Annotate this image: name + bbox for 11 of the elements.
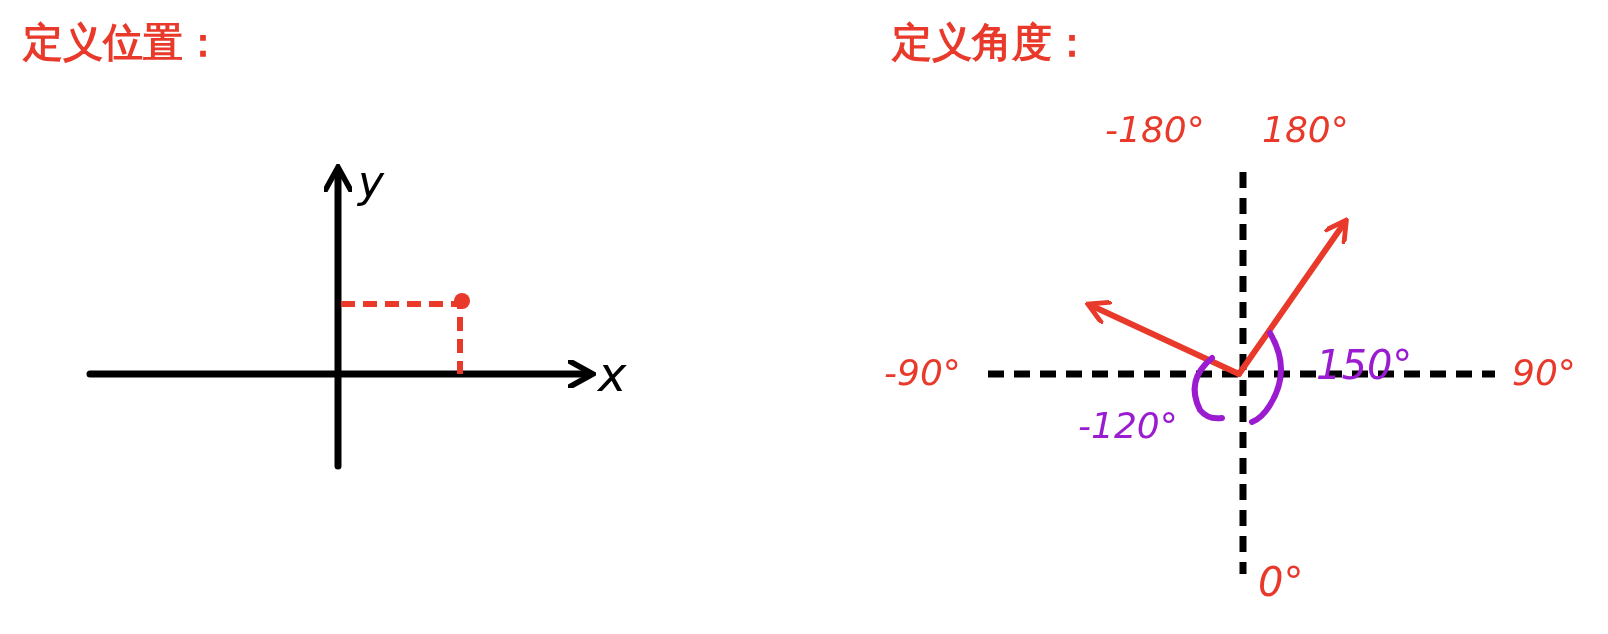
angle-label: -90°: [884, 355, 961, 391]
angle-label: 180°: [1262, 112, 1349, 148]
angle-label: -180°: [1105, 112, 1205, 148]
heading: 定义角度：: [892, 22, 1092, 62]
heading: 定义位置：: [23, 22, 223, 62]
angle-label: 90°: [1512, 355, 1576, 391]
axis-label: y: [358, 160, 385, 204]
angle-label: 150°: [1316, 345, 1413, 385]
axis-label: x: [598, 350, 627, 398]
angle-label: -120°: [1078, 408, 1178, 444]
angle-label: 0°: [1258, 562, 1304, 602]
